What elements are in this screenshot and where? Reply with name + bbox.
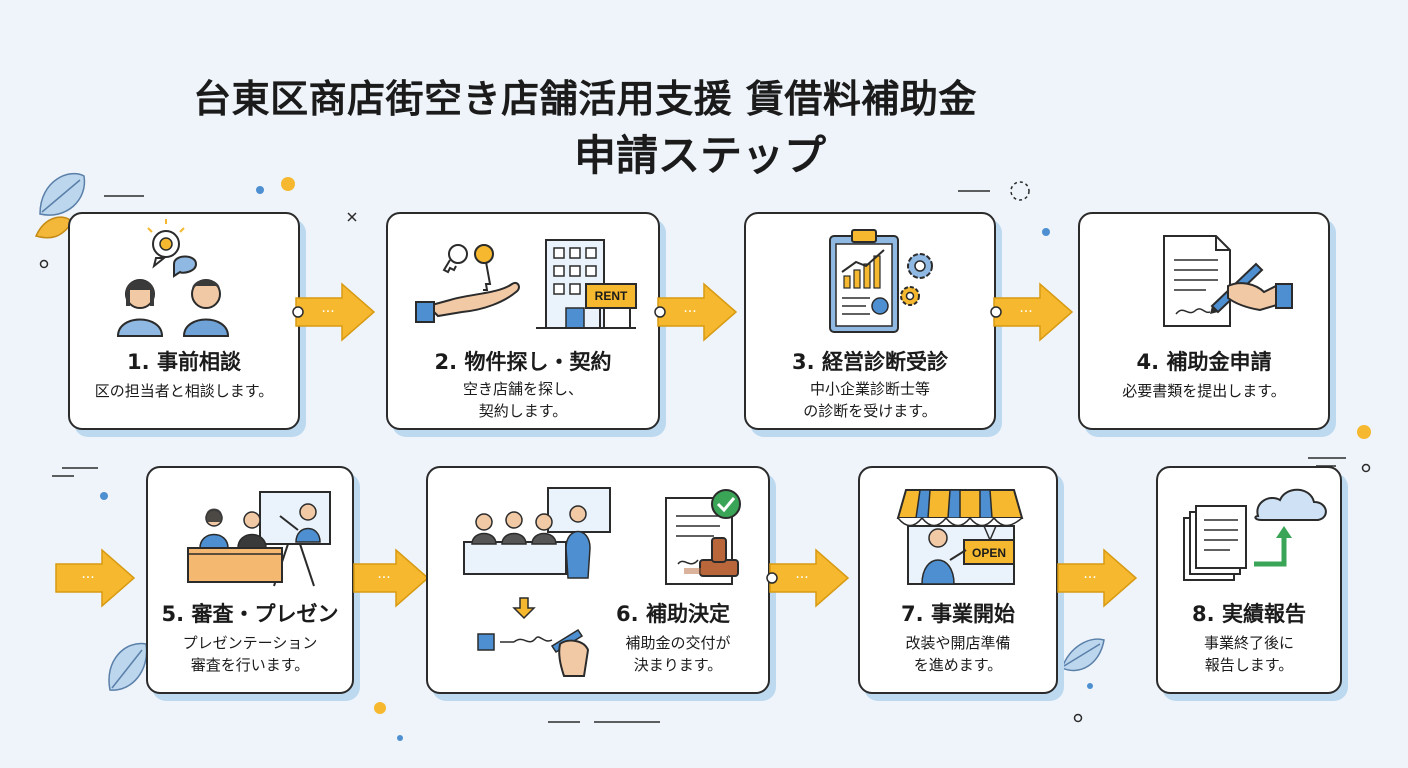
clipboard-chart-icon — [829, 229, 933, 333]
arrow-right-icon: ··· — [990, 282, 1074, 342]
svg-text:···: ··· — [321, 304, 334, 320]
leaf-icon — [108, 642, 148, 691]
step-description: 改装や開店準備 を進めます。 — [905, 634, 1011, 674]
arrow-right-icon: ··· — [654, 282, 738, 342]
step-card-2: RENT 2. 物件探し・契約 空き店舗を探し、 契約します。 — [386, 212, 660, 430]
svg-text:···: ··· — [1083, 570, 1096, 586]
step-description: 補助金の交付が 決まります。 — [625, 634, 731, 674]
step-title: 8. 実績報告 — [1192, 602, 1306, 626]
step-title: 3. 経営診断受診 — [792, 350, 948, 374]
consultation-icon — [116, 219, 230, 337]
arrow-right-icon: ··· — [55, 548, 136, 608]
leaf-icon — [39, 172, 86, 216]
presentation-icon — [187, 491, 331, 587]
svg-text:···: ··· — [377, 570, 390, 586]
svg-text:···: ··· — [81, 570, 94, 586]
report-cloud-icon — [1183, 488, 1327, 581]
step-card-5: 5. 審査・プレゼン プレゼンテーション 審査を行います。 — [146, 466, 354, 694]
svg-text:···: ··· — [795, 570, 808, 586]
step-description: 必要書類を提出します。 — [1122, 382, 1286, 400]
step-title: 2. 物件探し・契約 — [434, 350, 612, 374]
step-card-3: 3. 経営診断受診 中小企業診断士等 の診断を受けます。 — [744, 212, 996, 430]
step-title: 4. 補助金申請 — [1136, 350, 1272, 374]
leaf-icon — [1061, 638, 1105, 672]
open-sign: OPEN — [971, 546, 1006, 560]
step-title: 6. 補助決定 — [616, 602, 730, 626]
leaf-icon — [34, 216, 73, 239]
svg-text:···: ··· — [1019, 304, 1032, 320]
step-title: 5. 審査・プレゼン — [161, 602, 339, 626]
document-pen-icon — [1163, 235, 1293, 327]
page-subtitle: 申請ステップ — [573, 131, 826, 180]
step-card-6: 6. 補助決定 補助金の交付が 決まります。 — [426, 466, 770, 694]
arrow-right-icon: ··· — [353, 548, 430, 608]
arrow-right-icon: ··· — [292, 282, 376, 342]
step-card-7: OPEN 7. 事業開始 改装や開店準備 を進めます。 — [858, 466, 1058, 694]
step-description: 空き店舗を探し、 契約します。 — [462, 380, 583, 420]
arrow-right-icon: ··· — [1057, 548, 1138, 608]
step-description: 中小企業診断士等 の診断を受けます。 — [803, 380, 937, 420]
step-description: 区の担当者と相談します。 — [94, 382, 274, 400]
rent-sign: RENT — [594, 289, 628, 303]
step-card-1: 1. 事前相談 区の担当者と相談します。 — [68, 212, 300, 430]
step-description: プレゼンテーション 審査を行います。 — [182, 634, 318, 674]
step-card-8: 8. 実績報告 事業終了後に 報告します。 — [1156, 466, 1342, 694]
step-card-4: 4. 補助金申請 必要書類を提出します。 — [1078, 212, 1330, 430]
step-title: 7. 事業開始 — [901, 602, 1015, 626]
step-description: 事業終了後に 報告します。 — [1203, 634, 1294, 674]
key-building-icon — [415, 239, 637, 329]
approval-stamp-icon — [463, 487, 741, 677]
arrow-right-icon: ··· — [766, 548, 850, 608]
svg-text:···: ··· — [683, 304, 696, 320]
open-shop-icon — [896, 489, 1024, 585]
page-title: 台東区商店街空き店舗活用支援 賃借料補助金 — [193, 77, 977, 121]
step-title: 1. 事前相談 — [127, 350, 241, 374]
